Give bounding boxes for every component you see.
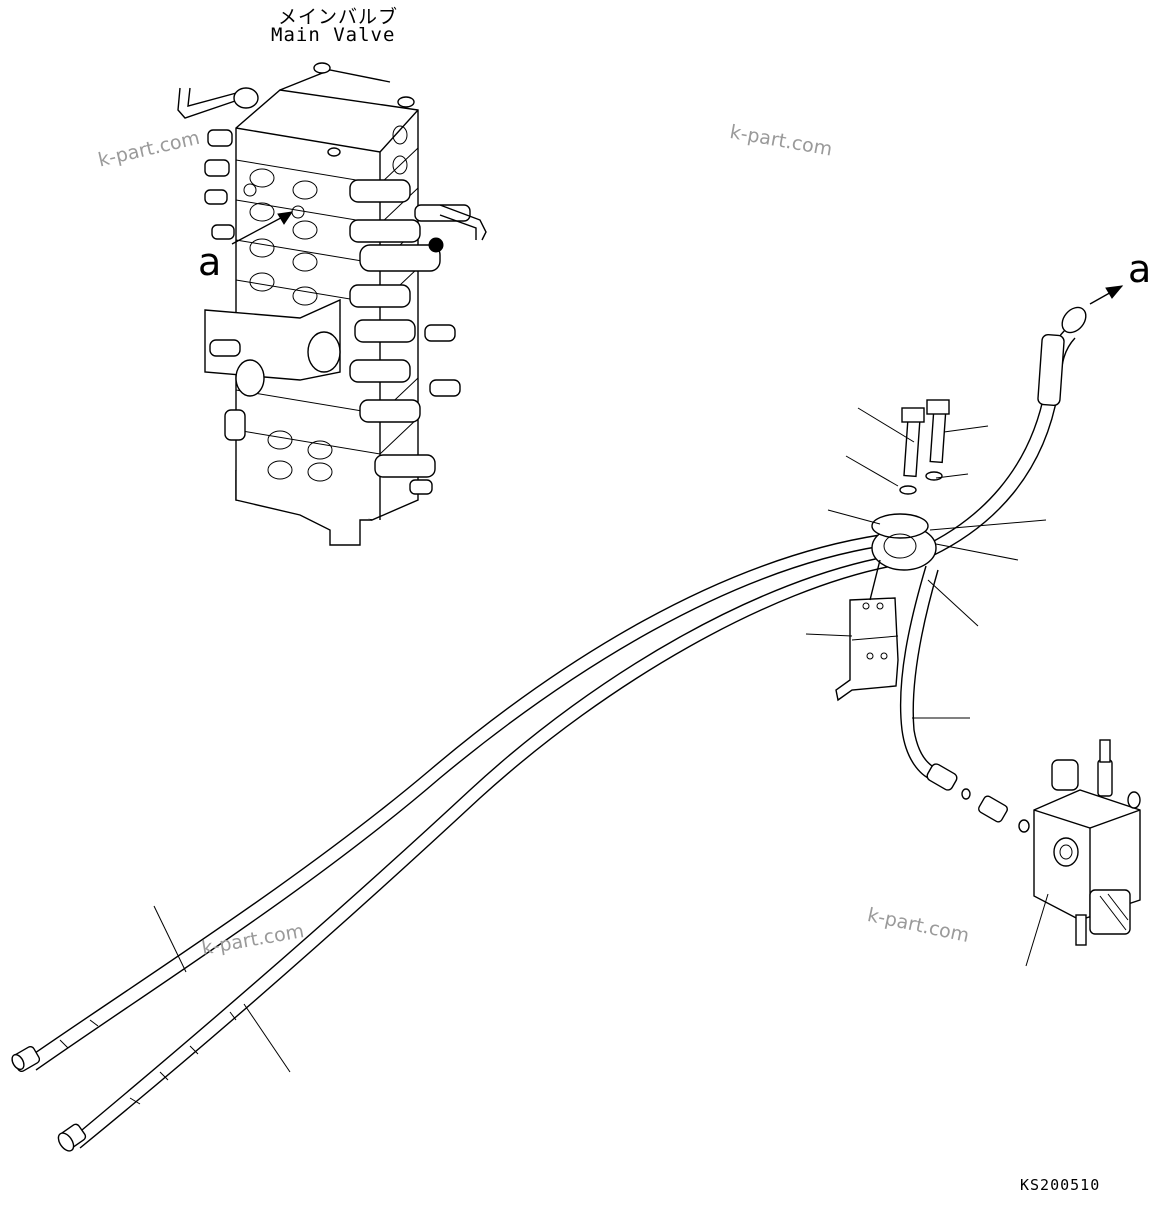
- clamp-assembly: [835, 399, 950, 702]
- main-valve: [177, 62, 487, 546]
- callout-a-left: a: [198, 240, 222, 284]
- main-valve-label-en: Main Valve: [271, 24, 396, 46]
- hoses: [11, 285, 1124, 1152]
- drawing-code: KS200510: [1020, 1176, 1101, 1194]
- solenoid-valve: [961, 739, 1141, 946]
- callout-a-right: a: [1128, 247, 1150, 291]
- main-valve-label-jp: メインバルブ: [278, 6, 399, 28]
- leader-lines: [153, 407, 1049, 1073]
